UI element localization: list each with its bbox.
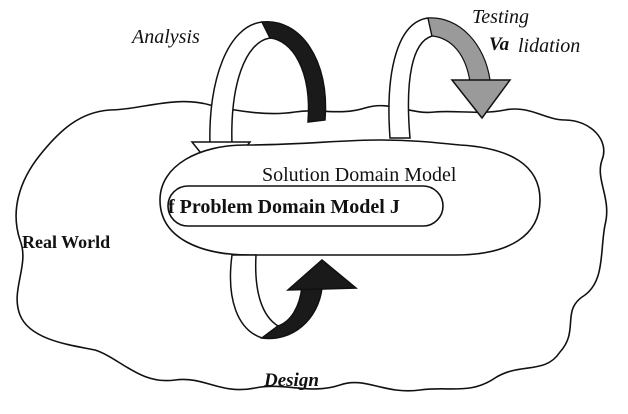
design-arrow-dark bbox=[260, 285, 323, 340]
analysis-arrow-band bbox=[209, 21, 272, 146]
analysis-label: Analysis bbox=[132, 26, 200, 48]
validation-prefix-label: Va bbox=[489, 34, 510, 55]
design-arrowhead bbox=[285, 259, 359, 291]
problem-domain-model-pill bbox=[167, 185, 444, 227]
testing-arrowhead bbox=[450, 79, 512, 120]
design-arrow-band bbox=[229, 254, 280, 339]
problem-domain-model-label: f Problem Domain Model J bbox=[168, 196, 400, 218]
real-world-label: Real World bbox=[22, 232, 111, 252]
design-label: Design bbox=[264, 370, 319, 391]
validation-label: lidation bbox=[518, 35, 581, 57]
solution-domain-model-label: Solution Domain Model bbox=[262, 164, 457, 186]
analysis-arrow-dark-back bbox=[260, 21, 327, 123]
real-world-cloud bbox=[15, 100, 608, 392]
testing-label: Testing bbox=[472, 6, 530, 28]
testing-arrow-band bbox=[388, 17, 433, 139]
